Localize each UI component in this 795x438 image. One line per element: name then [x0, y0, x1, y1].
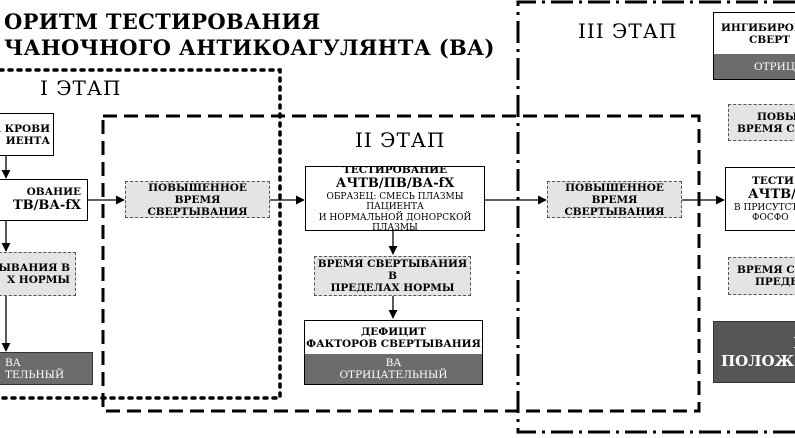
s3-positive-line2: ПОЛОЖИ: [721, 352, 795, 370]
s1-result-negative-box: ВА ТЕЛЬНЫЙ: [0, 352, 93, 385]
s3-normal-line2: ПРЕДЕЛ: [755, 276, 795, 288]
s3-test-line2: АЧТВ/: [748, 186, 795, 202]
chart-title-line1: ОРИТМ ТЕСТИРОВАНИЯ: [4, 9, 321, 34]
s1-test-line2: ТВ/ВА-fX: [12, 198, 81, 213]
s2-deficit-line1: ДЕФИЦИТ: [360, 325, 427, 338]
s1-normal-line2: Х НОРМЫ: [6, 274, 70, 286]
s2-test-box: ТЕСТИРОВАНИЕ АЧТВ/ПВ/ВА-fX ОБРАЗЕЦ: СМЕС…: [305, 166, 485, 231]
s2-result-line1: ВА: [385, 357, 402, 369]
s3-normal-line1: ВРЕМЯ СВЕРТЫ: [737, 264, 795, 276]
s1-elevated-line2: СВЕРТЫВАНИЯ: [147, 205, 248, 218]
s2-test-line3: ОБРАЗЕЦ: СМЕСЬ ПЛАЗМЫ ПАЦИЕНТА: [326, 191, 464, 213]
s1-blood-sample-box: А КРОВИ ИЕНТА: [0, 113, 54, 156]
s2-deficit-line2: ФАКТОРОВ СВЕРТЫВАНИЯ: [306, 337, 481, 350]
s3-inhib-result: ОТРИЦА: [754, 60, 795, 73]
s3-inhib-line2: СВЕРТ: [749, 33, 790, 46]
s3-test-line4: ФОСФО: [752, 213, 789, 223]
s3-elevated-line1: ПОВЫ: [757, 110, 795, 123]
s3-result-positive-box: В ПОЛОЖИ: [713, 321, 795, 383]
s2-elevated-line1: ПОВЫШЕННОЕ ВРЕМЯ: [565, 181, 664, 206]
s1-elevated-line1: ПОВЫШЕННОЕ ВРЕМЯ: [148, 181, 247, 206]
s1-test-line1: ОВАНИЕ: [26, 186, 81, 198]
s3-positive-line1: В: [721, 334, 795, 352]
s2-test-line2: АЧТВ/ПВ/ВА-fX: [335, 175, 455, 191]
s3-test-box: ТЕСТИ АЧТВ/ В ПРИСУТСТ ФОСФО: [725, 167, 795, 231]
s3-normal-time-box: ВРЕМЯ СВЕРТЫ ПРЕДЕЛ: [728, 257, 795, 295]
s3-elevated-line2: ВРЕМЯ СВЕРТЫ: [737, 122, 795, 135]
s2-normal-line1: ВРЕМЯ СВЕРТЫВАНИЯ В: [317, 258, 468, 282]
stage2-label: II ЭТАП: [355, 128, 446, 152]
stage1-label: I ЭТАП: [40, 76, 122, 100]
s1-result-line1: ВА: [5, 356, 21, 369]
s2-normal-time-box: ВРЕМЯ СВЕРТЫВАНИЯ В ПРЕДЕЛАХ НОРМЫ: [314, 256, 471, 296]
chart-title-line2: ЧАНОЧНОГО АНТИКОАГУЛЯНТА (ВА): [4, 35, 495, 60]
s2-test-line4: И НОРМАЛЬНОЙ ДОНОРСКОЙ ПЛАЗМЫ: [318, 212, 472, 231]
s3-inhibition-box: ИНГИБИРОВА СВЕРТ ОТРИЦА: [713, 12, 795, 80]
s2-result-line2: ОТРИЦАТЕЛЬНЫЙ: [339, 369, 448, 381]
s1-elevated-time-box: ПОВЫШЕННОЕ ВРЕМЯ СВЕРТЫВАНИЯ: [125, 181, 270, 218]
s2-elevated-line2: СВЕРТЫВАНИЯ: [564, 205, 665, 218]
s3-elevated-time-box: ПОВЫ ВРЕМЯ СВЕРТЫ: [728, 104, 795, 141]
s1-result-line2: ТЕЛЬНЫЙ: [5, 368, 65, 381]
s2-test-line1: ТЕСТИРОВАНИЕ: [342, 166, 448, 176]
s1-blood-sample-line2: ИЕНТА: [5, 134, 50, 147]
s3-test-line1: ТЕСТИ: [752, 174, 794, 187]
s3-test-line3: В ПРИСУТСТ: [734, 202, 795, 213]
s2-normal-line2: ПРЕДЕЛАХ НОРМЫ: [330, 282, 455, 294]
s1-test-box: ОВАНИЕ ТВ/ВА-fX: [0, 179, 88, 221]
stage3-label: III ЭТАП: [578, 19, 678, 43]
s2-elevated-time-box: ПОВЫШЕННОЕ ВРЕМЯ СВЕРТЫВАНИЯ: [547, 181, 682, 218]
stage2-frame: [101, 114, 701, 413]
s1-normal-line1: РТЫВАНИЯ В: [0, 262, 70, 274]
stage3-frame: [516, 0, 795, 434]
s1-blood-sample-line1: А КРОВИ: [0, 122, 50, 135]
s1-normal-time-box: РТЫВАНИЯ В Х НОРМЫ: [0, 252, 76, 296]
stage1-frame: [0, 68, 282, 400]
s3-inhib-line1: ИНГИБИРОВА: [721, 21, 795, 34]
s2-deficit-box: ДЕФИЦИТ ФАКТОРОВ СВЕРТЫВАНИЯ ВА ОТРИЦАТЕ…: [304, 320, 483, 385]
